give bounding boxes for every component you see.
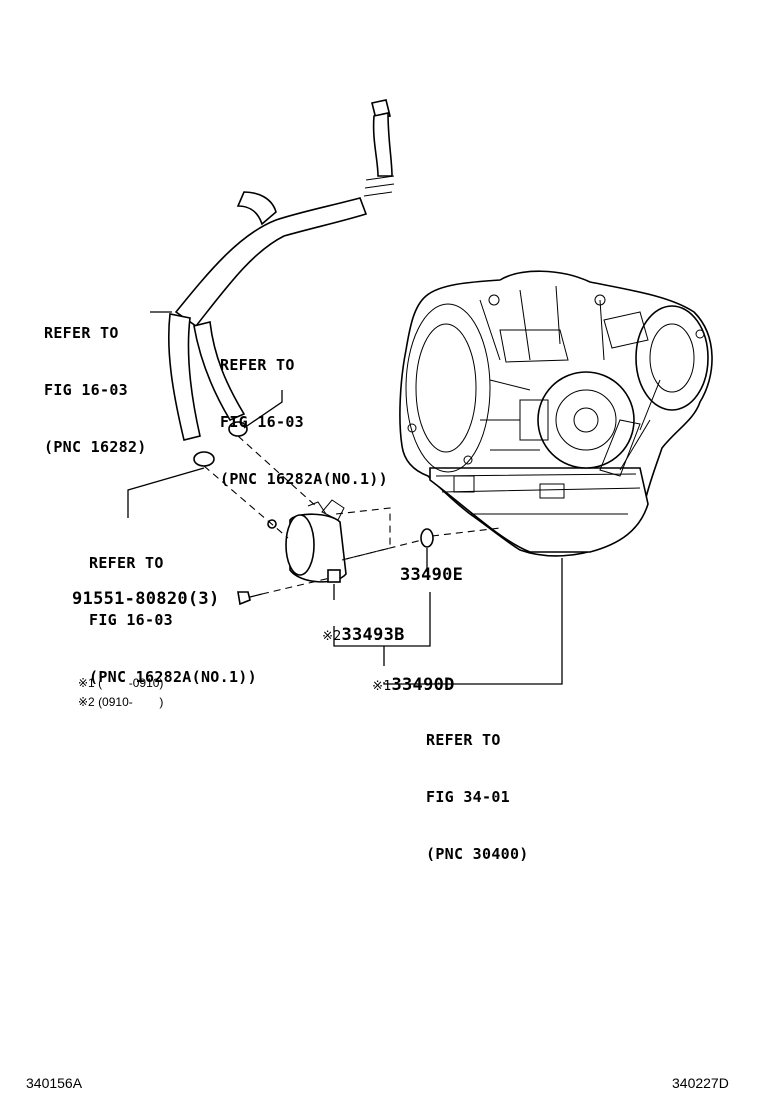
ref-transaxle-line2: FIG 34-01 [426,788,510,806]
hose-upper-section [372,112,393,177]
note-2: ※2 (0910- ) [78,695,164,709]
footer-code-right: 340227D [672,1075,729,1091]
part-number-cooler: 33493B [341,625,405,645]
ref-transaxle: REFER TO FIG 34-01 (PNC 30400) [426,693,529,902]
ref-hose-right-line3: (PNC 16282A(NO.1)) [220,470,388,488]
gasket-drawing [420,528,434,548]
oil-hose-drawing [168,99,395,467]
ref-hose-lower-line3: (PNC 16282A(NO.1)) [89,668,257,686]
ref-hose-right-line1: REFER TO [220,356,295,374]
ref-hose-upper-line2: FIG 16-03 [44,381,128,399]
ref-hose-upper-line3: (PNC 16282) [44,438,147,456]
hose-right-branch [193,321,246,422]
ref-hose-lower: REFER TO FIG 16-03 (PNC 16282A(NO.1)) [89,516,257,725]
part-number-bolt[interactable]: 91551-80820(3) [72,589,220,609]
ref-hose-right-line2: FIG 16-03 [220,413,304,431]
bolt-drawing [237,591,251,606]
part-number-cooler-group[interactable]: ※233493B [280,605,405,665]
oil-cooler-drawing [237,499,434,606]
ref-transaxle-line1: REFER TO [426,731,501,749]
part-number-assy: 33490D [391,675,455,695]
leader-lines [127,311,563,685]
assy-mark: ※1 [372,679,392,694]
hose-left-branch [168,313,201,441]
ref-hose-upper-line1: REFER TO [44,324,119,342]
ref-hose-upper: REFER TO FIG 16-03 (PNC 16282) [44,286,147,495]
part-number-gasket[interactable]: 33490E [400,565,464,585]
ref-hose-lower-line1: REFER TO [89,554,164,572]
transaxle-drawing [399,270,713,557]
ref-hose-right: REFER TO FIG 16-03 (PNC 16282A(NO.1)) [220,318,388,527]
footer-code-left: 340156A [26,1075,83,1091]
part-number-assy-group[interactable]: ※133490D [330,655,455,715]
hose-clamp-lower [193,451,215,467]
ref-hose-lower-line2: FIG 16-03 [89,611,173,629]
ref-transaxle-line3: (PNC 30400) [426,845,529,863]
cooler-mark: ※2 [322,629,342,644]
note-1: ※1 ( -0910) [78,676,164,690]
hose-stub [236,191,277,226]
